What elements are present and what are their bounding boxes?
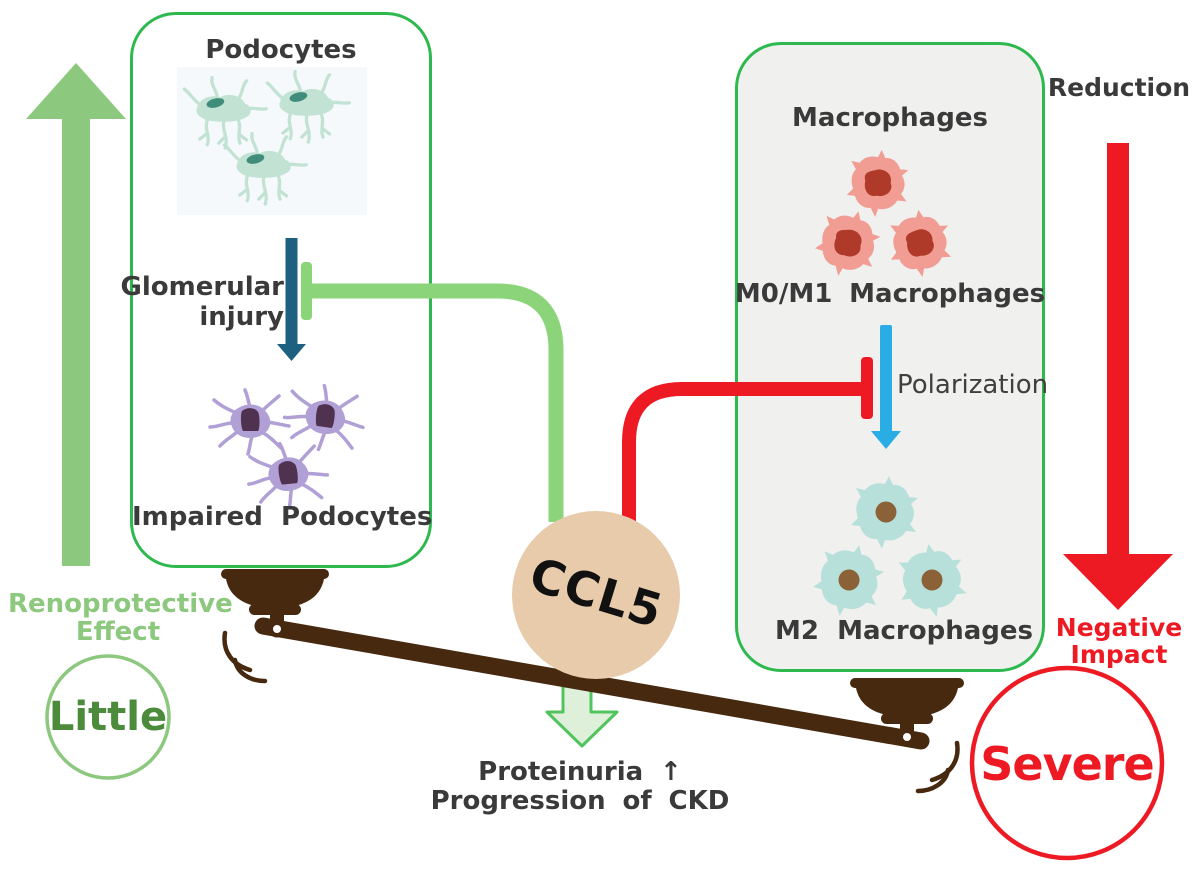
severe-magnitude-label: Severe bbox=[980, 737, 1154, 791]
renoprotective-line2: Effect bbox=[75, 617, 161, 647]
polarization-label: Polarization bbox=[897, 370, 1049, 400]
ccl5-label: CCL5 bbox=[523, 547, 670, 640]
proteinuria-line: Proteinuria ↑ bbox=[478, 757, 682, 787]
macrophages-panel bbox=[735, 42, 1045, 672]
renoprotective-line1: Renoprotective bbox=[8, 589, 233, 619]
glomerular-injury-line1: Glomerular bbox=[120, 272, 284, 302]
left-pan bbox=[221, 569, 329, 638]
little-magnitude-label: Little bbox=[48, 694, 168, 740]
negative-impact-line1: Negative bbox=[1055, 613, 1183, 642]
right-pan bbox=[850, 678, 964, 746]
negative-impact-label: Negative Impact bbox=[1040, 614, 1198, 668]
outcome-down-arrow-icon bbox=[545, 666, 619, 748]
outcome-label: Proteinuria ↑ Progression of CKD bbox=[420, 758, 740, 816]
right-swing-marks bbox=[915, 740, 960, 794]
m2-macrophages-label: M2 Macrophages bbox=[774, 616, 1034, 646]
progression-line: Progression of CKD bbox=[430, 786, 730, 816]
renoprotective-effect-label: Renoprotective Effect bbox=[8, 589, 233, 647]
glomerular-injury-line2: injury bbox=[199, 302, 284, 332]
impaired-podocytes-label: Impaired Podocytes bbox=[132, 502, 433, 532]
podocyte-image-background bbox=[177, 67, 367, 215]
reduction-label: Reduction bbox=[1047, 73, 1191, 102]
left-swing-marks bbox=[222, 630, 268, 684]
negative-impact-line2: Impact bbox=[1070, 640, 1168, 669]
reduction-down-arrow-icon bbox=[1063, 143, 1173, 610]
glomerular-injury-label: Glomerular injury bbox=[90, 272, 284, 332]
m0m1-macrophages-label: M0/M1 Macrophages bbox=[734, 279, 1046, 309]
macrophages-panel-title: Macrophages bbox=[792, 103, 988, 133]
podocytes-panel-title: Podocytes bbox=[205, 35, 357, 65]
